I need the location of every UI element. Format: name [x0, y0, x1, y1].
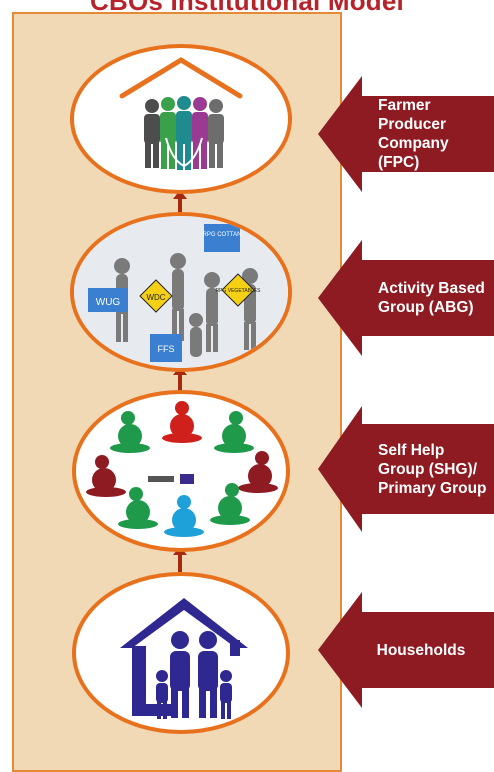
people-under-roof-icon [119, 57, 243, 170]
arrow-fpc: Farmer Producer Company (FPC) [318, 76, 494, 192]
label-abg: Activity Based Group (ABG) [378, 280, 485, 316]
sign-rpg-vegetables: RPG VEGETABLES [216, 288, 262, 294]
sign-ffs: FFS [158, 344, 175, 354]
figures-holding-signs-icon: WUG WDC RPG COTTAN RPG VEGETABLES FFS [74, 216, 288, 368]
label-fpc: Farmer Producer Company (FPC) [378, 97, 449, 171]
sign-rpg-cottan: RPG COTTAN [203, 232, 242, 238]
family-house-icon [120, 598, 248, 719]
fpc-ellipse [70, 44, 292, 194]
arrow-abg: Activity Based Group (ABG) [318, 240, 494, 356]
arrow-shg: Self Help Group (SHG)/ Primary Group [318, 406, 494, 532]
connector-3 [173, 546, 187, 572]
label-shg: Self Help Group (SHG)/ Primary Group [378, 441, 487, 497]
label-households: Households [376, 641, 466, 659]
sign-wdc: WDC [146, 293, 165, 302]
connector-1 [173, 190, 187, 216]
shg-ellipse [72, 390, 290, 552]
connector-2 [173, 366, 187, 392]
seated-women-circle-icon [86, 401, 278, 537]
sign-wug: WUG [96, 297, 121, 308]
households-ellipse [72, 572, 290, 734]
abg-ellipse: WUG WDC RPG COTTAN RPG VEGETABLES FFS [70, 212, 292, 372]
arrow-households: Households [318, 592, 494, 708]
